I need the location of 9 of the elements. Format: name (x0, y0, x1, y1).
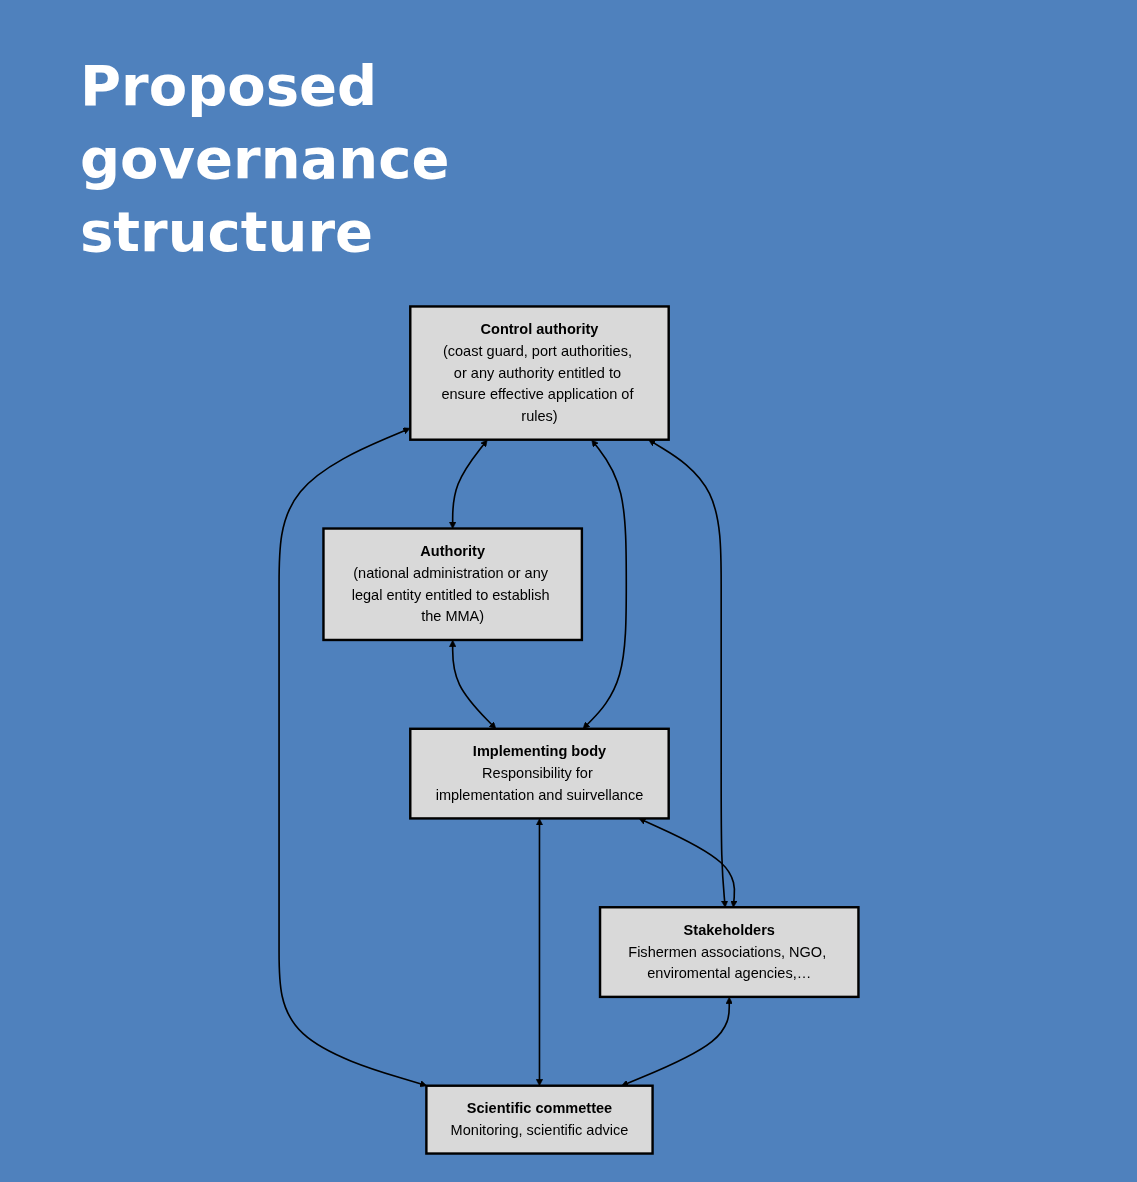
node-box: Stakeholders Fishermen associations, NGO, enviromental agencies,… (598, 906, 860, 999)
diagram-title: Proposed governance structure (80, 52, 451, 266)
arrow (278, 427, 427, 1088)
node-box: Authority (national administration or any legal entity entitled to establish the MMA) (322, 527, 583, 642)
arrow (448, 439, 488, 529)
node-box: Implementing body Responsibility for implementation and suirvellance (408, 727, 670, 820)
node-box: Control authority (coast guard, port authorities, or any authority entitled to ensure effective application of rules) (408, 305, 670, 441)
arrow (648, 439, 728, 908)
node-box: Scientific commettee Monitoring, scientific advice (424, 1084, 654, 1155)
